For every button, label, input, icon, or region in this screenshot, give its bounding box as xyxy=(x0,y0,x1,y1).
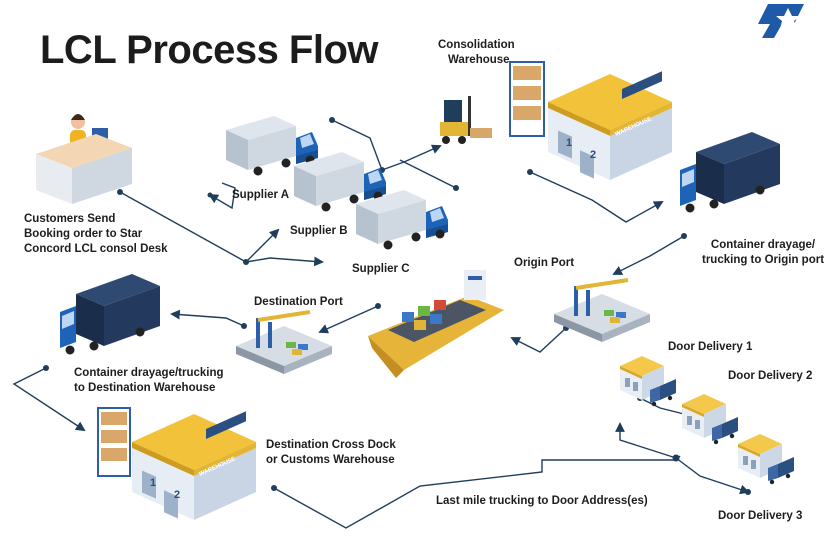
destination-container-truck-icon xyxy=(60,274,160,355)
consolidation-label-line-2: Warehouse xyxy=(448,54,510,66)
cross-dock-label-line-2: or Customs Warehouse xyxy=(266,454,395,466)
last-mile-to-door-1 xyxy=(615,422,677,459)
consolidation-label: Consolidation Warehouse xyxy=(438,38,515,68)
supplier-c-to-consolidation xyxy=(399,159,457,189)
customer-label: Customers Send Booking order to Star Con… xyxy=(24,212,168,257)
ship-icon xyxy=(368,270,504,378)
supplier-a-to-consolidation xyxy=(331,119,383,171)
destination-port-label: Destination Port xyxy=(254,296,343,308)
origin-port-crane-icon xyxy=(552,278,652,344)
drayage-origin-label-line-1: Container drayage/ xyxy=(710,239,816,251)
origin-port-to-ship xyxy=(510,327,567,353)
supplier-c-truck-icon xyxy=(356,190,448,250)
customer-label-line-1: Customers Send xyxy=(24,213,116,225)
door-delivery-3-house-icon xyxy=(738,434,794,485)
supplier-a-label: Supplier A xyxy=(232,189,290,201)
origin-container-truck-icon xyxy=(680,132,780,213)
door-delivery-2-label: Door Delivery 2 xyxy=(728,370,813,382)
page-title: LCL Process Flow xyxy=(40,28,379,72)
origin-port-label: Origin Port xyxy=(514,257,575,269)
drayage-to-origin-port xyxy=(612,235,685,275)
drayage-dest-label-line-2: to Destination Warehouse xyxy=(74,382,216,394)
destination-bay-1: 1 xyxy=(150,477,156,489)
destination-warehouse-icon xyxy=(132,411,256,520)
drayage-origin-label: Container drayage/ trucking to Origin po… xyxy=(702,238,824,268)
door-delivery-2-house-icon xyxy=(682,394,738,445)
supplier-b-label: Supplier B xyxy=(290,225,348,237)
destination-bay-2: 2 xyxy=(174,489,180,501)
ship-to-destination-port xyxy=(318,305,379,334)
drayage-to-cross-dock xyxy=(12,367,86,432)
customer-label-line-2: Booking order to Star xyxy=(24,228,143,240)
supplier-b-to-consolidation xyxy=(381,144,442,171)
drayage-dest-label: Container drayage/trucking to Destinatio… xyxy=(74,366,224,396)
forklift-icon xyxy=(440,96,492,144)
consolidation-bay-2: 2 xyxy=(590,149,596,161)
last-mile-to-door-3 xyxy=(675,457,750,495)
consolidation-bay-1: 1 xyxy=(566,137,572,149)
consolidation-to-origin-drayage xyxy=(529,171,664,223)
cross-dock-label-line-1: Destination Cross Dock xyxy=(266,439,396,451)
customer-to-supplier-a xyxy=(208,182,236,210)
drayage-origin-label-line-2: trucking to Origin port xyxy=(702,254,825,266)
drayage-dest-label-line-1: Container drayage/trucking xyxy=(74,367,224,379)
destination-port-to-drayage xyxy=(170,309,245,327)
door-delivery-3-label: Door Delivery 3 xyxy=(718,510,803,522)
customer-to-supplier-c xyxy=(245,256,324,267)
door-delivery-1-house-icon xyxy=(620,356,676,407)
star-logo-icon xyxy=(758,4,804,38)
dest-shelving-icon xyxy=(97,407,131,477)
destination-port-crane-icon xyxy=(234,310,334,376)
customer-label-line-3: Concord LCL consol Desk xyxy=(24,243,168,255)
desk-icon xyxy=(36,114,132,204)
supplier-c-label: Supplier C xyxy=(352,263,410,275)
shelving-icon xyxy=(509,61,545,137)
door-delivery-1-label: Door Delivery 1 xyxy=(668,341,753,353)
consolidation-warehouse-icon xyxy=(548,71,672,180)
last-mile-label: Last mile trucking to Door Address(es) xyxy=(436,495,648,507)
cross-dock-label: Destination Cross Dock or Customs Wareho… xyxy=(266,438,396,468)
consolidation-label-line-1: Consolidation xyxy=(438,39,515,51)
